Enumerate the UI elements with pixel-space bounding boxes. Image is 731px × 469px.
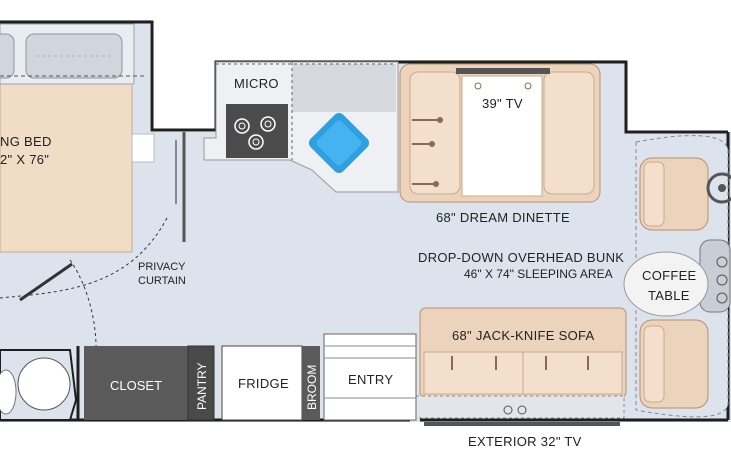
dinette-table bbox=[461, 75, 543, 197]
pantry: PANTRY bbox=[187, 345, 215, 421]
broom-label: BROOM bbox=[305, 365, 319, 410]
dinette: 39" TV 68" DREAM DINETTE bbox=[399, 63, 601, 225]
closet: CLOSET bbox=[84, 346, 188, 420]
bunk-label-line2: 46" X 74" SLEEPING AREA bbox=[464, 267, 613, 281]
tv-label: 39" TV bbox=[482, 96, 523, 111]
counter-top bbox=[292, 64, 396, 112]
bed-mattress bbox=[0, 81, 133, 253]
nightstand bbox=[131, 133, 155, 163]
micro-label: MICRO bbox=[234, 76, 279, 91]
sofa-label: 68" JACK-KNIFE SOFA bbox=[452, 328, 595, 343]
privacy-curtain-label-line2: CURTAIN bbox=[138, 275, 186, 287]
closet-label: CLOSET bbox=[110, 378, 162, 393]
pantry-label: PANTRY bbox=[195, 362, 209, 410]
broom-closet: BROOM bbox=[302, 346, 320, 420]
tv-icon bbox=[456, 68, 550, 74]
privacy-curtain: PRIVACY CURTAIN bbox=[0, 132, 186, 373]
exterior-tv-icon bbox=[424, 422, 620, 426]
entry-label: ENTRY bbox=[348, 372, 393, 387]
sink-icon bbox=[308, 112, 370, 174]
toilet bbox=[0, 349, 78, 421]
exterior-tv: EXTERIOR 32" TV bbox=[409, 395, 625, 449]
dinette-seat-right bbox=[543, 71, 595, 195]
privacy-curtain-label-line1: PRIVACY bbox=[138, 261, 186, 273]
bed-label-line2: 2" X 76" bbox=[0, 152, 49, 167]
fridge-label: FRIDGE bbox=[238, 376, 289, 391]
jack-knife-sofa: 68" JACK-KNIFE SOFA bbox=[419, 307, 627, 399]
coffee-table-label-line2: TABLE bbox=[648, 288, 690, 303]
steering-wheel-icon bbox=[706, 172, 731, 204]
entry: ENTRY bbox=[323, 333, 417, 421]
bed: NG BED 2" X 76" bbox=[0, 23, 146, 253]
cooktop bbox=[226, 104, 288, 158]
pillow-left bbox=[0, 33, 15, 79]
dinette-seat-left bbox=[409, 71, 461, 195]
fridge: FRIDGE bbox=[221, 345, 303, 421]
coffee-table bbox=[623, 251, 709, 317]
kitchen-counter: MICRO bbox=[203, 61, 399, 193]
cab: COFFEE TABLE bbox=[623, 135, 731, 418]
exterior-tv-label: EXTERIOR 32" TV bbox=[468, 434, 582, 449]
bunk-label-line1: DROP-DOWN OVERHEAD BUNK bbox=[418, 250, 624, 265]
dinette-label: 68" DREAM DINETTE bbox=[436, 210, 570, 225]
coffee-table-label-line1: COFFEE bbox=[642, 268, 697, 283]
bed-label-line1: NG BED bbox=[0, 134, 52, 149]
